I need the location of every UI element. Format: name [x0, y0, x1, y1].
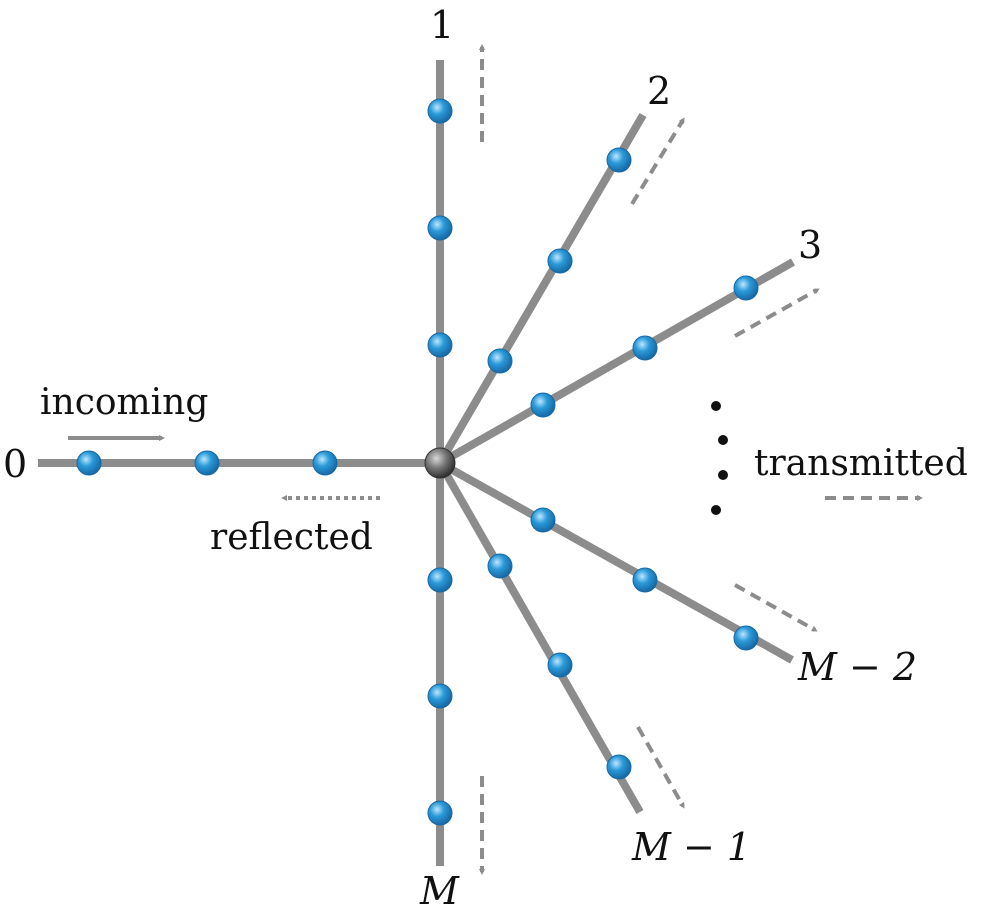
lead-1-label: 1	[430, 3, 454, 47]
site-lead3-3	[733, 275, 759, 301]
arrows	[68, 44, 923, 875]
site-lead3-1	[530, 392, 556, 418]
lead-m1-label: M − 1	[631, 825, 751, 869]
site-lead2-3	[606, 147, 632, 173]
lead-m-label: M	[419, 869, 460, 913]
transmitted-label: transmitted	[754, 443, 968, 484]
site-lead2-1	[487, 348, 513, 374]
site-leadm2-2	[632, 567, 658, 593]
site-lead0-2	[194, 450, 220, 476]
ellipsis-dot	[711, 505, 721, 515]
site-leadm1-2	[547, 652, 573, 678]
lattice-sites	[76, 98, 759, 826]
transmitted-arrow-leadm2	[734, 583, 818, 632]
site-lead1-3	[427, 98, 453, 124]
site-leadm2-1	[530, 507, 556, 533]
site-leadm-2	[427, 683, 453, 709]
site-lead3-2	[632, 335, 658, 361]
lead-m2-label: M − 2	[797, 645, 917, 689]
site-leadm1-1	[487, 553, 513, 579]
lead-3-label: 3	[798, 223, 822, 267]
transmitted-arrow-leadm1	[636, 726, 685, 809]
incoming-label: incoming	[40, 382, 208, 423]
lead-m2-wire	[438, 459, 794, 664]
ellipsis-dot	[711, 401, 721, 411]
site-leadm2-3	[733, 625, 759, 651]
lead-0-label: 0	[3, 442, 27, 486]
site-leadm1-3	[606, 754, 632, 780]
junction-node	[424, 447, 456, 479]
transmitted-arrow-lead3	[734, 288, 820, 338]
labels: 0 1 2 3 M − 2 M − 1 M incoming reflected…	[3, 3, 968, 913]
ellipsis-dots	[711, 401, 728, 515]
site-lead0-3	[312, 450, 338, 476]
site-lead1-1	[427, 332, 453, 358]
lead-m1-wire	[436, 461, 644, 814]
site-leadm-3	[427, 800, 453, 826]
lead-2-label: 2	[647, 69, 671, 113]
site-lead0-1	[76, 450, 102, 476]
site-lead2-2	[547, 248, 573, 274]
site-leadm-1	[427, 567, 453, 593]
wires	[38, 60, 795, 866]
lead-2-wire	[436, 112, 647, 466]
lead-3-wire	[438, 258, 795, 467]
ellipsis-dot	[718, 470, 728, 480]
reflected-label: reflected	[210, 517, 373, 558]
ellipsis-dot	[718, 435, 728, 445]
site-lead1-2	[427, 215, 453, 241]
transmitted-arrow-lead2	[630, 117, 685, 206]
